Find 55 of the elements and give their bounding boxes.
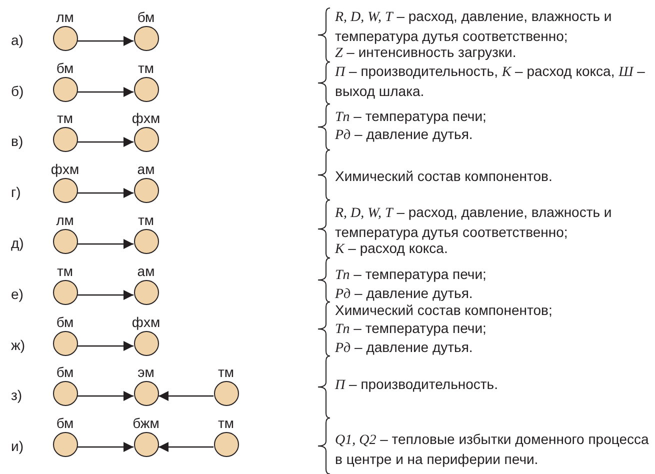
description-text: П – производительность, К – расход кокса, Ш – выход шлака. bbox=[335, 62, 646, 100]
arrow bbox=[78, 137, 134, 147]
node-label: бжм bbox=[132, 415, 160, 432]
description-text: Pд – давление дутья. bbox=[335, 125, 474, 145]
description-text: Q1, Q2 – тепловые избытки доменного процесса в центре и на периферии печи. bbox=[335, 430, 650, 468]
node-label: бм bbox=[56, 364, 74, 381]
description-text: Pд – давление дутья. bbox=[335, 338, 474, 358]
row-letter: в) bbox=[11, 133, 24, 150]
arrow bbox=[78, 239, 134, 249]
description-text: П – производительность. bbox=[335, 375, 499, 395]
row-letter: и) bbox=[11, 438, 24, 455]
node-label: бм bbox=[56, 415, 74, 432]
description-text: К – расход кокса. bbox=[335, 240, 449, 259]
node-label: ам bbox=[137, 263, 155, 280]
node-label: бм bbox=[137, 9, 155, 26]
description-text: Tп – температура печи; bbox=[335, 319, 488, 339]
node-label: тм bbox=[218, 364, 234, 381]
node-label: фхм bbox=[132, 110, 160, 127]
node-label: лм bbox=[56, 9, 74, 26]
node-label: лм bbox=[56, 212, 74, 229]
node-label: бм bbox=[56, 60, 74, 77]
node-label: ам bbox=[137, 161, 155, 178]
node-label: тм bbox=[138, 60, 154, 77]
node-label: фхм bbox=[132, 314, 160, 331]
description-text: Tп – температура печи; bbox=[335, 265, 488, 285]
node-label: эм bbox=[138, 364, 154, 381]
arrow bbox=[78, 391, 134, 401]
node-label: тм bbox=[56, 110, 74, 127]
arrow bbox=[78, 36, 134, 46]
description-text: Pд – давление дутья. bbox=[335, 284, 474, 304]
row-letter: е) bbox=[11, 286, 24, 303]
node-label: фхм bbox=[50, 161, 80, 178]
node-label: тм bbox=[138, 212, 154, 229]
description-text: Химический состав компонентов; bbox=[335, 301, 554, 319]
description-text: R, D, W, T – расход, давление, влажность и температура дутья соответственно; bbox=[335, 7, 613, 45]
arrow bbox=[78, 290, 134, 300]
arrow bbox=[78, 442, 134, 452]
arrow bbox=[158, 391, 214, 401]
description-text: Химический состав компонентов. bbox=[335, 167, 554, 185]
row-letter: з) bbox=[11, 387, 22, 404]
row-letter: д) bbox=[11, 235, 24, 252]
row-letter: г) bbox=[11, 184, 21, 201]
node-label: тм bbox=[218, 415, 234, 432]
arrow bbox=[158, 442, 214, 452]
description-text: R, D, W, T – расход, давление, влажность и температура дутья соответственно; bbox=[335, 203, 613, 241]
row-letter: а) bbox=[11, 32, 24, 49]
arrow bbox=[78, 87, 134, 97]
arrow bbox=[78, 188, 134, 198]
row-letter: б) bbox=[11, 83, 24, 100]
row-letter: ж) bbox=[11, 337, 26, 354]
description-text: Z – интенсивность загрузки. bbox=[335, 44, 518, 63]
arrow bbox=[78, 341, 134, 351]
node-label: тм bbox=[56, 263, 74, 280]
node-label: бм bbox=[56, 314, 74, 331]
description-text: Tп – температура печи; bbox=[335, 107, 488, 127]
